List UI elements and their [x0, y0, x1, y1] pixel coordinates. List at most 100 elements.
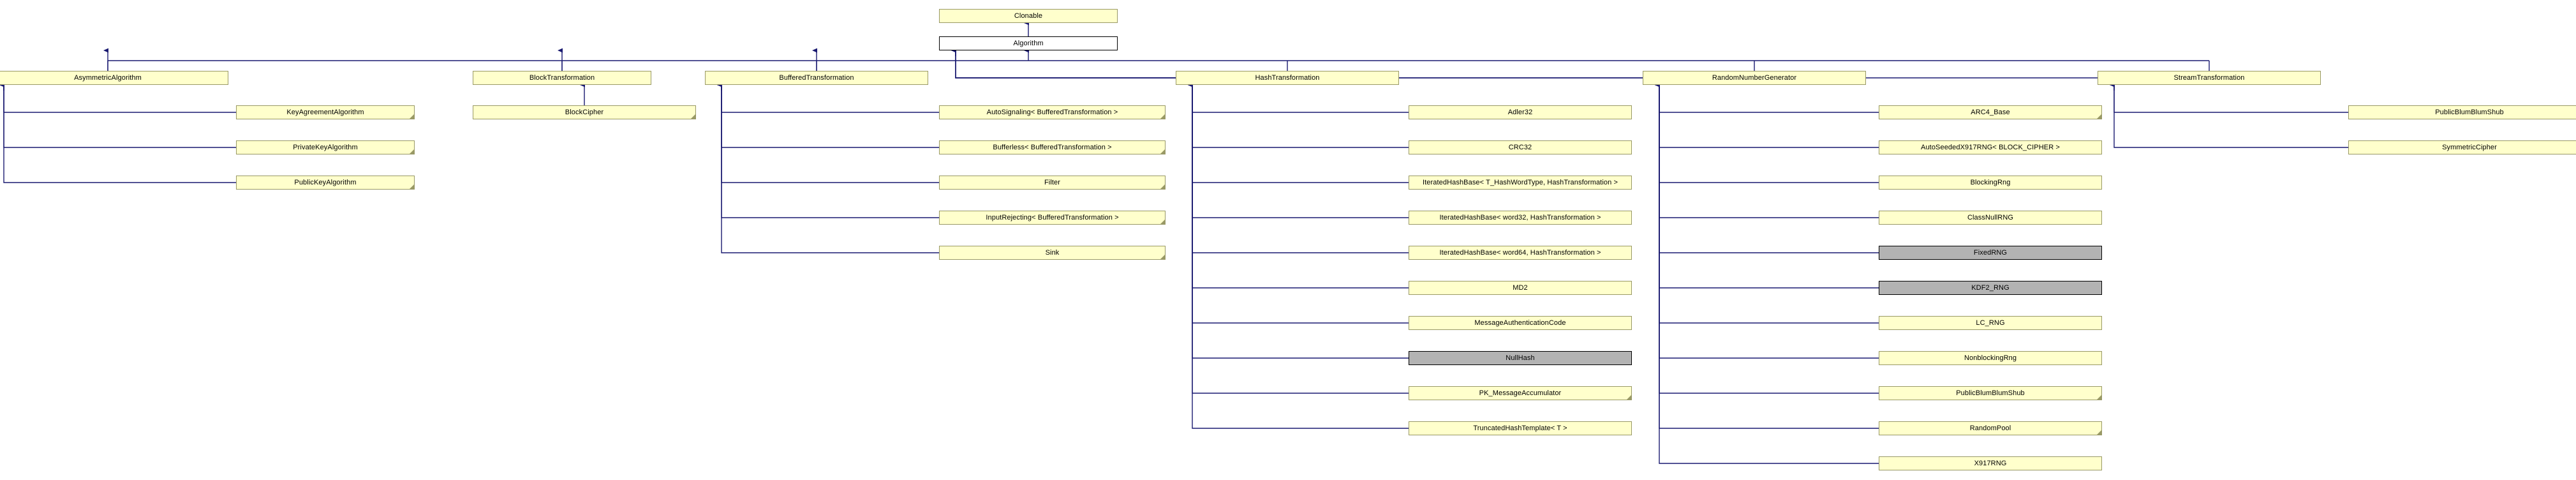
class-node-crc32[interactable]: CRC32 [1409, 140, 1632, 154]
class-node-sink[interactable]: Sink [939, 246, 1166, 260]
class-node-nullhash[interactable]: NullHash [1409, 351, 1632, 365]
class-node-autoseedx917[interactable]: AutoSeededX917RNG< BLOCK_CIPHER > [1879, 140, 2102, 154]
class-node-label: LC_RNG [1976, 319, 2005, 327]
class-node-label: TruncatedHashTemplate< T > [1473, 424, 1567, 432]
inheritance-edge [3, 85, 236, 183]
inheritance-edge [1192, 85, 1409, 324]
class-node-blockcipher[interactable]: BlockCipher [473, 105, 696, 119]
class-node-pubkey[interactable]: PublicKeyAlgorithm [236, 176, 415, 190]
class-node-label: RandomNumberGenerator [1712, 73, 1797, 82]
class-node-label: Filter [1044, 178, 1061, 186]
class-node-ihb_w64[interactable]: IteratedHashBase< word64, HashTransforma… [1409, 246, 1632, 260]
class-node-trunchash[interactable]: TruncatedHashTemplate< T > [1409, 421, 1632, 435]
class-node-label: IteratedHashBase< T_HashWordType, HashTr… [1422, 178, 1618, 186]
inheritance-edge [1192, 85, 1409, 429]
class-node-label: CRC32 [1508, 143, 1532, 151]
class-node-ihb_w32[interactable]: IteratedHashBase< word32, HashTransforma… [1409, 211, 1632, 225]
class-node-label: AsymmetricAlgorithm [74, 73, 142, 82]
class-node-blocktrans[interactable]: BlockTransformation [473, 71, 651, 85]
class-node-symmetriccipher[interactable]: SymmetricCipher [2348, 140, 2576, 154]
class-node-pbbs_rng[interactable]: PublicBlumBlumShub [1879, 386, 2102, 400]
class-node-buffertrans[interactable]: BufferedTransformation [705, 71, 928, 85]
class-node-bufferless[interactable]: Bufferless< BufferedTransformation > [939, 140, 1166, 154]
inheritance-edge [1659, 85, 1879, 253]
inheritance-edge [721, 85, 939, 218]
class-node-algorithm[interactable]: Algorithm [939, 36, 1118, 50]
inheritance-edge [1659, 85, 1879, 218]
class-node-autosignaling[interactable]: AutoSignaling< BufferedTransformation > [939, 105, 1166, 119]
class-node-label: Adler32 [1507, 108, 1533, 116]
class-node-label: PublicKeyAlgorithm [294, 178, 357, 186]
class-node-filter[interactable]: Filter [939, 176, 1166, 190]
class-node-blockingrng[interactable]: BlockingRng [1879, 176, 2102, 190]
inheritance-edge [1659, 85, 1879, 429]
class-node-nonblockingrng[interactable]: NonblockingRng [1879, 351, 2102, 365]
class-node-keyagree[interactable]: KeyAgreementAlgorithm [236, 105, 415, 119]
inheritance-edge [1192, 85, 1409, 359]
class-node-label: BlockCipher [565, 108, 604, 116]
class-node-label: Sink [1045, 248, 1060, 257]
class-node-clonable[interactable]: Clonable [939, 9, 1118, 23]
class-node-streamtrans[interactable]: StreamTransformation [2098, 71, 2321, 85]
class-node-rng[interactable]: RandomNumberGenerator [1643, 71, 1866, 85]
class-node-label: X917RNG [1974, 459, 2007, 467]
class-node-label: NullHash [1506, 354, 1535, 362]
class-node-adler32[interactable]: Adler32 [1409, 105, 1632, 119]
class-node-label: BlockTransformation [529, 73, 595, 82]
class-node-label: BlockingRng [1970, 178, 2011, 186]
class-node-pkmsgacc[interactable]: PK_MessageAccumulator [1409, 386, 1632, 400]
class-node-privkey[interactable]: PrivateKeyAlgorithm [236, 140, 415, 154]
class-node-randompool[interactable]: RandomPool [1879, 421, 2102, 435]
class-node-fixedrng[interactable]: FixedRNG [1879, 246, 2102, 260]
inheritance-edge [1192, 85, 1409, 289]
inheritance-edge [1659, 85, 1879, 464]
inheritance-edge [955, 50, 2098, 79]
inheritance-edge [721, 85, 939, 183]
class-node-pbbs_stream[interactable]: PublicBlumBlumShub [2348, 105, 2576, 119]
inheritance-edge [1659, 85, 1879, 324]
inheritance-edge [721, 85, 939, 253]
class-node-label: Clonable [1014, 11, 1043, 20]
class-node-label: BufferedTransformation [779, 73, 854, 82]
inheritance-edge [1192, 85, 1409, 253]
class-node-label: MD2 [1513, 283, 1528, 292]
class-node-label: ClassNullRNG [1967, 213, 2014, 221]
class-node-label: FixedRNG [1973, 248, 2008, 257]
class-node-label: IteratedHashBase< word64, HashTransforma… [1439, 248, 1601, 257]
inheritance-edge [721, 85, 939, 148]
class-node-label: InputRejecting< BufferedTransformation > [986, 213, 1119, 221]
inheritance-edge [1659, 85, 1879, 289]
class-node-classnullrng[interactable]: ClassNullRNG [1879, 211, 2102, 225]
inheritance-edge [1192, 85, 1409, 218]
class-node-label: IteratedHashBase< word32, HashTransforma… [1439, 213, 1601, 221]
class-node-md2[interactable]: MD2 [1409, 281, 1632, 295]
inheritance-edge [1659, 85, 1879, 359]
class-node-asymmetric[interactable]: AsymmetricAlgorithm [0, 71, 228, 85]
class-node-label: PK_MessageAccumulator [1479, 389, 1562, 397]
class-node-mac[interactable]: MessageAuthenticationCode [1409, 316, 1632, 330]
class-node-inputrejecting[interactable]: InputRejecting< BufferedTransformation > [939, 211, 1166, 225]
inheritance-edge [1192, 85, 1409, 113]
class-node-label: KDF2_RNG [1971, 283, 2010, 292]
inheritance-edge [2113, 85, 2348, 148]
inheritance-edge [1192, 85, 1409, 183]
class-node-kdf2rng[interactable]: KDF2_RNG [1879, 281, 2102, 295]
inheritance-edge [1192, 85, 1409, 394]
inheritance-edge [955, 50, 1176, 79]
class-node-x917rng[interactable]: X917RNG [1879, 456, 2102, 470]
class-node-label: PublicBlumBlumShub [2435, 108, 2504, 116]
class-node-arc4[interactable]: ARC4_Base [1879, 105, 2102, 119]
class-node-hashtrans[interactable]: HashTransformation [1176, 71, 1399, 85]
inheritance-edge [1659, 85, 1879, 148]
class-node-label: RandomPool [1969, 424, 2011, 432]
inheritance-edge [2113, 85, 2348, 113]
class-node-label: Bufferless< BufferedTransformation > [993, 143, 1112, 151]
inheritance-edge [721, 85, 939, 113]
class-node-label: NonblockingRng [1964, 354, 2017, 362]
class-node-label: SymmetricCipher [2442, 143, 2497, 151]
inheritance-edge [1659, 85, 1879, 394]
class-node-ihb_t[interactable]: IteratedHashBase< T_HashWordType, HashTr… [1409, 176, 1632, 190]
class-node-lcrng[interactable]: LC_RNG [1879, 316, 2102, 330]
class-node-label: KeyAgreementAlgorithm [286, 108, 364, 116]
